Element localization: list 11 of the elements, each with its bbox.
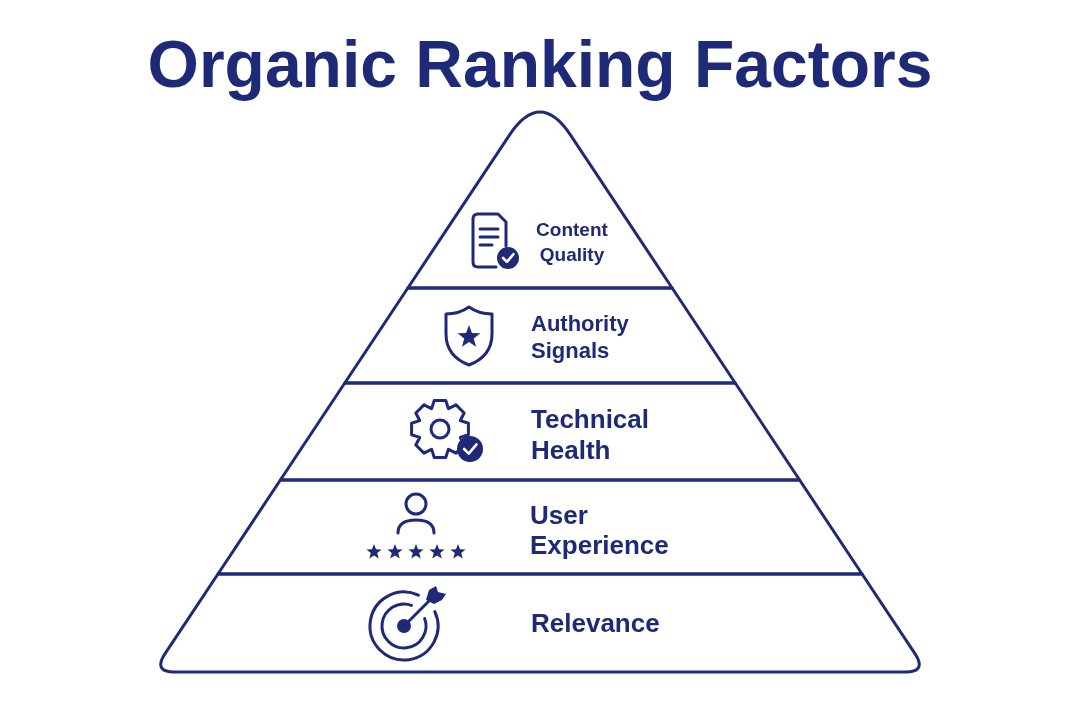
tier-label: Technical Health: [531, 404, 650, 466]
title: Organic Ranking Factors: [147, 26, 933, 103]
tier-label: Content Quality: [535, 218, 609, 267]
pyramid-tier: [278, 381, 801, 481]
pyramid-tier: [406, 110, 674, 290]
tier-label: User Experience: [530, 500, 670, 560]
pyramid-tier: [159, 572, 921, 673]
tier-label: Authority Signals: [531, 310, 630, 364]
tier-label: Relevance: [531, 608, 661, 638]
pyramid-tier: [216, 478, 864, 575]
pyramid-tier: [343, 286, 737, 384]
